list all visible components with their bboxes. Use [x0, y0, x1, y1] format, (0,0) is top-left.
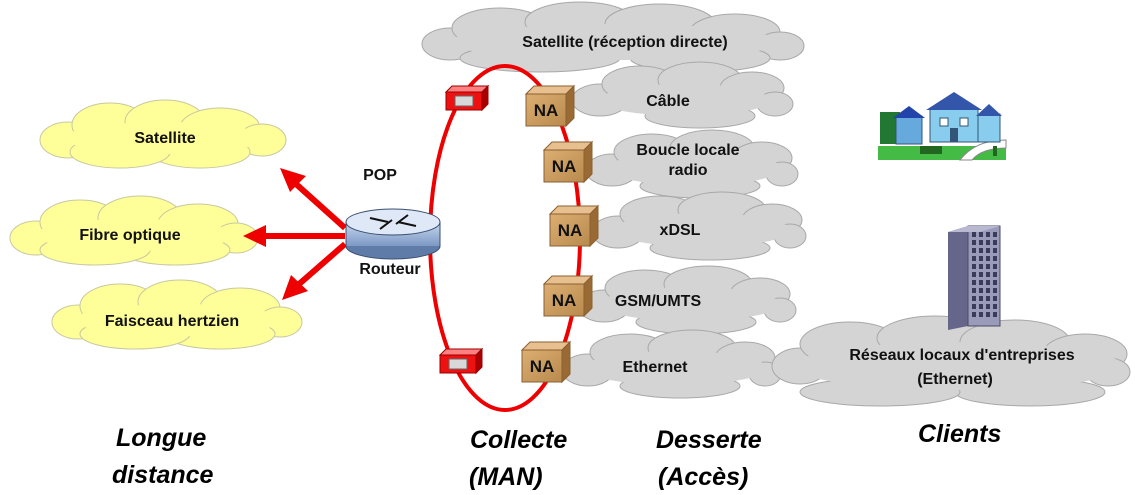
- na-node: NA: [542, 274, 594, 318]
- access-network-label: radio: [668, 162, 707, 179]
- access-network-label: GSM/UMTS: [615, 293, 702, 310]
- enterprise-lan-line2: (Ethernet): [917, 371, 993, 388]
- zone-long-distance-line2: distance: [112, 461, 214, 489]
- building-window: [979, 256, 983, 261]
- building-window: [979, 248, 983, 253]
- building-window: [986, 304, 990, 309]
- building-window: [993, 256, 997, 261]
- building-window: [979, 264, 983, 269]
- pop-label: POP: [363, 167, 397, 184]
- building-window: [972, 264, 976, 269]
- building-window: [986, 272, 990, 277]
- building-window: [972, 240, 976, 245]
- building-window: [993, 248, 997, 253]
- cloud-fibre-optique: Fibre optique: [9, 195, 259, 266]
- office-building-icon: [948, 225, 1001, 330]
- link-label-fibre-optique: Fibre optique: [79, 227, 180, 244]
- cloud-gsm-umts: [577, 265, 797, 335]
- na-node: NA: [548, 204, 600, 248]
- building-window: [993, 296, 997, 301]
- cloud-enterprise-lan: Réseaux locaux d'entreprises (Ethernet): [771, 315, 1131, 407]
- cloud-faisceau-hertzien: Faisceau hertzien: [51, 279, 303, 350]
- building-window: [986, 264, 990, 269]
- building-window: [993, 264, 997, 269]
- access-network-label: Boucle locale: [636, 142, 739, 159]
- link-label-faisceau-hertzien: Faisceau hertzien: [105, 313, 239, 330]
- access-network-label: Ethernet: [623, 359, 689, 376]
- building-window: [993, 288, 997, 293]
- na-label: NA: [552, 157, 577, 176]
- cloud-xdsl: [591, 191, 807, 261]
- building-window: [979, 304, 983, 309]
- building-window: [986, 248, 990, 253]
- building-window: [993, 232, 997, 237]
- building-window: [979, 272, 983, 277]
- building-window: [972, 232, 976, 237]
- zone-collecte-line2: (MAN): [469, 463, 543, 491]
- na-node: NA: [524, 84, 576, 128]
- router-icon: [345, 208, 441, 260]
- building-window: [993, 304, 997, 309]
- building-window: [993, 240, 997, 245]
- na-label: NA: [552, 291, 577, 310]
- enterprise-lan-line1: Réseaux locaux d'entreprises: [849, 347, 1074, 364]
- zone-clients: Clients: [918, 420, 1001, 448]
- building-window: [979, 240, 983, 245]
- building-window: [972, 288, 976, 293]
- zone-long-distance-line1: Longue: [116, 424, 206, 452]
- building-window: [972, 280, 976, 285]
- building-window: [993, 272, 997, 277]
- na-node: NA: [520, 340, 572, 384]
- cloud-cable: [571, 61, 794, 129]
- ring-node-top: [444, 84, 490, 112]
- router-label: Routeur: [359, 261, 420, 278]
- building-window: [979, 312, 983, 317]
- cloud-satellite: Satellite: [39, 99, 287, 169]
- cloud-satellite-direct: Satellite (réception directe): [421, 1, 805, 73]
- uplink-arrows: [243, 168, 348, 300]
- na-label: NA: [534, 101, 559, 120]
- building-window: [986, 288, 990, 293]
- building-window: [972, 296, 976, 301]
- building-window: [993, 312, 997, 317]
- building-window: [979, 296, 983, 301]
- house-icon: [878, 92, 1007, 161]
- link-label-satellite: Satellite: [134, 130, 195, 147]
- building-window: [972, 256, 976, 261]
- building-window: [986, 280, 990, 285]
- building-window: [972, 248, 976, 253]
- building-window: [972, 272, 976, 277]
- na-label: NA: [530, 357, 555, 376]
- building-window: [986, 240, 990, 245]
- zone-desserte-line2: (Accès): [658, 463, 748, 491]
- access-network-label: Câble: [646, 93, 690, 110]
- cloud-boucle-locale: [585, 129, 799, 199]
- na-node: NA: [542, 140, 594, 184]
- zone-desserte-line1: Desserte: [656, 426, 762, 454]
- satellite-direct-label: Satellite (réception directe): [522, 34, 727, 51]
- building-window: [972, 312, 976, 317]
- building-window: [979, 280, 983, 285]
- building-window: [986, 312, 990, 317]
- building-window: [986, 256, 990, 261]
- building-window: [972, 304, 976, 309]
- building-window: [979, 288, 983, 293]
- building-window: [979, 232, 983, 237]
- zone-collecte-line1: Collecte: [470, 426, 567, 454]
- building-window: [993, 280, 997, 285]
- building-window: [986, 232, 990, 237]
- ring-node-bottom: [438, 347, 484, 375]
- access-network-label: xDSL: [660, 222, 701, 239]
- na-label: NA: [558, 221, 583, 240]
- building-window: [986, 296, 990, 301]
